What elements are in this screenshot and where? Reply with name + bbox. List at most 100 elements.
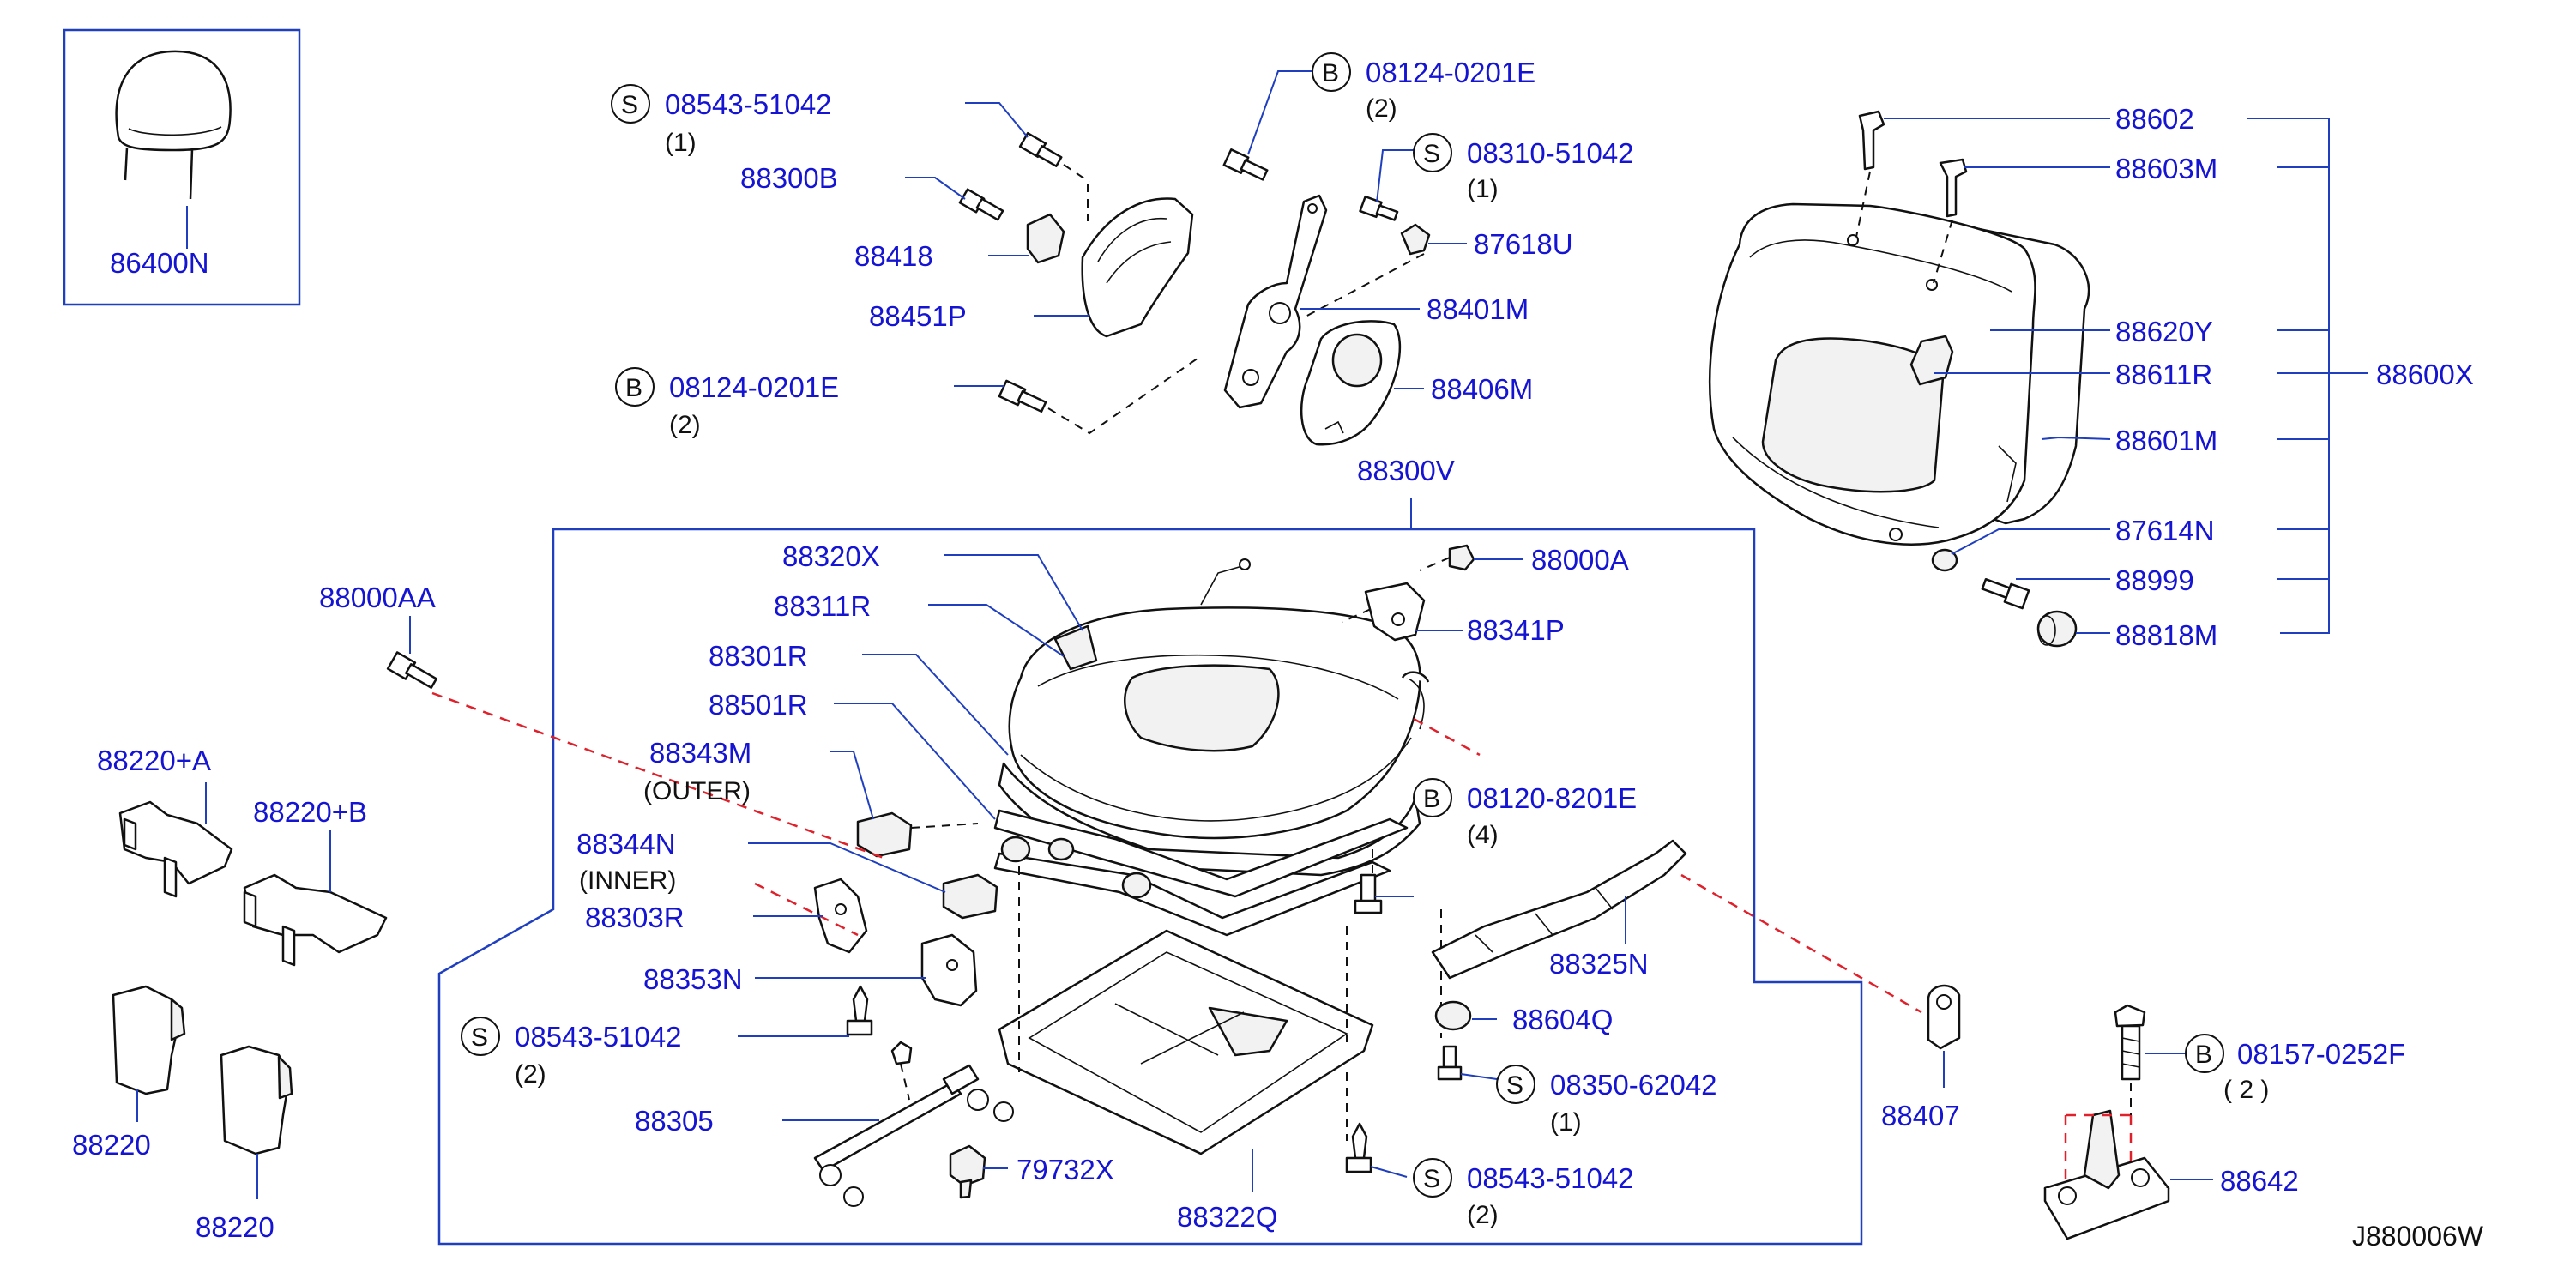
leader-87614N [1951, 528, 2110, 555]
label-08543-51042-top: 08543-51042 [665, 88, 832, 120]
label-88604Q: 88604Q [1512, 1004, 1613, 1035]
label-88220-2: 88220 [196, 1211, 274, 1243]
latch-88642-drawing [2043, 1004, 2170, 1240]
label-88407: 88407 [1881, 1100, 1960, 1131]
label-88305: 88305 [635, 1105, 714, 1137]
label-88322Q: 88322Q [1177, 1201, 1277, 1233]
leader-08124-top [1247, 70, 1321, 155]
recliner-parts-drawing [958, 131, 1431, 446]
label-88600X: 88600X [2376, 359, 2474, 390]
bracket-88600X [2247, 118, 2368, 634]
label-88311R: 88311R [774, 590, 871, 622]
label-88353N: 88353N [643, 963, 743, 995]
label-88325N: 88325N [1549, 948, 1649, 980]
svg-text:S: S [1423, 140, 1440, 168]
symbol-s-08543-top: S [611, 84, 650, 124]
label-88602: 88602 [2115, 103, 2194, 135]
bolt-icon [2114, 1004, 2146, 1081]
svg-text:B: B [2195, 1041, 2212, 1069]
label-87614N: 87614N [2115, 515, 2215, 546]
seat-cushion-drawing [431, 544, 1922, 1207]
svg-text:S: S [1423, 1165, 1440, 1193]
label-88000A: 88000A [1531, 544, 1629, 576]
label-08543-51042-mid: 08543-51042 [515, 1021, 682, 1053]
label-88401M: 88401M [1427, 293, 1529, 325]
symbol-b-08124-left: B [615, 367, 655, 407]
label-88320X: 88320X [782, 540, 880, 572]
label-08310-51042: 08310-51042 [1467, 137, 1634, 169]
cushion-assembly-outline [437, 528, 1863, 1246]
label-86400N: 86400N [110, 247, 209, 279]
label-88344N: 88344N [576, 828, 676, 860]
bolt-icon [1981, 577, 2030, 610]
label-88603M: 88603M [2115, 153, 2217, 184]
qty-08350-62042: (1) [1550, 1108, 1582, 1137]
note-outer: (OUTER) [643, 777, 751, 805]
svg-text:B: B [1423, 785, 1440, 813]
label-88220-B: 88220+B [253, 796, 367, 828]
label-88501R: 88501R [709, 689, 808, 721]
label-88341P: 88341P [1467, 614, 1565, 646]
qty-08310-51042: (1) [1467, 175, 1499, 203]
diagram-reference-code: J880006W [2352, 1221, 2484, 1252]
label-88999: 88999 [2115, 564, 2194, 596]
red-guide-88642 [2064, 1113, 2133, 1184]
label-88303R: 88303R [585, 902, 685, 933]
symbol-s-08543-mid: S [461, 1017, 500, 1056]
qty-08543-51042-top: (1) [665, 129, 697, 157]
label-79732X: 79732X [1017, 1154, 1114, 1186]
label-88000AA: 88000AA [319, 582, 436, 613]
leader-88320X [944, 554, 1083, 631]
note-inner: (INNER) [579, 866, 676, 895]
leader-88501R [834, 703, 996, 820]
bracket-88407-drawing [1927, 984, 1961, 1050]
symbol-b-08157: B [2185, 1034, 2224, 1073]
label-88300B: 88300B [740, 162, 838, 194]
label-88601M: 88601M [2115, 425, 2217, 456]
symbol-s-08543-bot: S [1413, 1158, 1452, 1198]
symbol-b-08120: B [1413, 778, 1452, 817]
leader-88343M [830, 751, 874, 820]
bolt-icon [1437, 1045, 1463, 1081]
bolt-icon [386, 651, 437, 689]
symbol-b-08124-top: B [1312, 52, 1351, 92]
label-08543-51042-bot: 08543-51042 [1467, 1162, 1634, 1194]
bolt-icon [1359, 195, 1399, 221]
bolt-icon [1354, 873, 1383, 914]
label-88642: 88642 [2220, 1165, 2299, 1197]
label-87618U: 87618U [1474, 228, 1573, 260]
svg-text:S: S [1506, 1071, 1523, 1100]
leader-88301R [862, 654, 1009, 756]
headrest-drawing [115, 50, 232, 249]
label-88301R: 88301R [709, 640, 808, 672]
label-88406M: 88406M [1431, 373, 1533, 405]
label-88451P: 88451P [869, 300, 967, 332]
label-08350-62042: 08350-62042 [1550, 1069, 1717, 1101]
cap-icon [2036, 610, 2078, 648]
leader-08543-bot [1370, 1166, 1408, 1178]
qty-08124-0201E-left: (2) [669, 411, 701, 439]
bolt-icon [958, 188, 1004, 221]
bolt-icon [846, 985, 873, 1036]
leader-88300B [905, 177, 966, 200]
headrest-box [63, 28, 301, 306]
svg-text:B: B [1322, 59, 1339, 87]
symbol-s-08350: S [1496, 1065, 1535, 1104]
trim-88220-drawing [112, 800, 388, 1155]
label-08124-0201E-left: 08124-0201E [669, 371, 839, 403]
svg-text:S: S [621, 91, 638, 119]
label-08157-0252F: 08157-0252F [2237, 1038, 2405, 1070]
label-88620Y: 88620Y [2115, 316, 2213, 347]
label-08120-8201E: 08120-8201E [1467, 782, 1637, 814]
qty-08543-51042-bot: (2) [1467, 1201, 1499, 1229]
leader-88601M [2041, 436, 2111, 440]
leader-88311R [928, 604, 1065, 657]
leader-08543-top [965, 102, 1029, 138]
label-88300V: 88300V [1357, 455, 1455, 486]
bolt-icon [998, 379, 1047, 413]
leader-08310 [1376, 149, 1415, 203]
symbol-s-08310: S [1413, 133, 1452, 172]
label-88611R: 88611R [2115, 359, 2212, 390]
qty-08543-51042-mid: (2) [515, 1060, 546, 1089]
label-08124-0201E-top: 08124-0201E [1366, 57, 1535, 88]
